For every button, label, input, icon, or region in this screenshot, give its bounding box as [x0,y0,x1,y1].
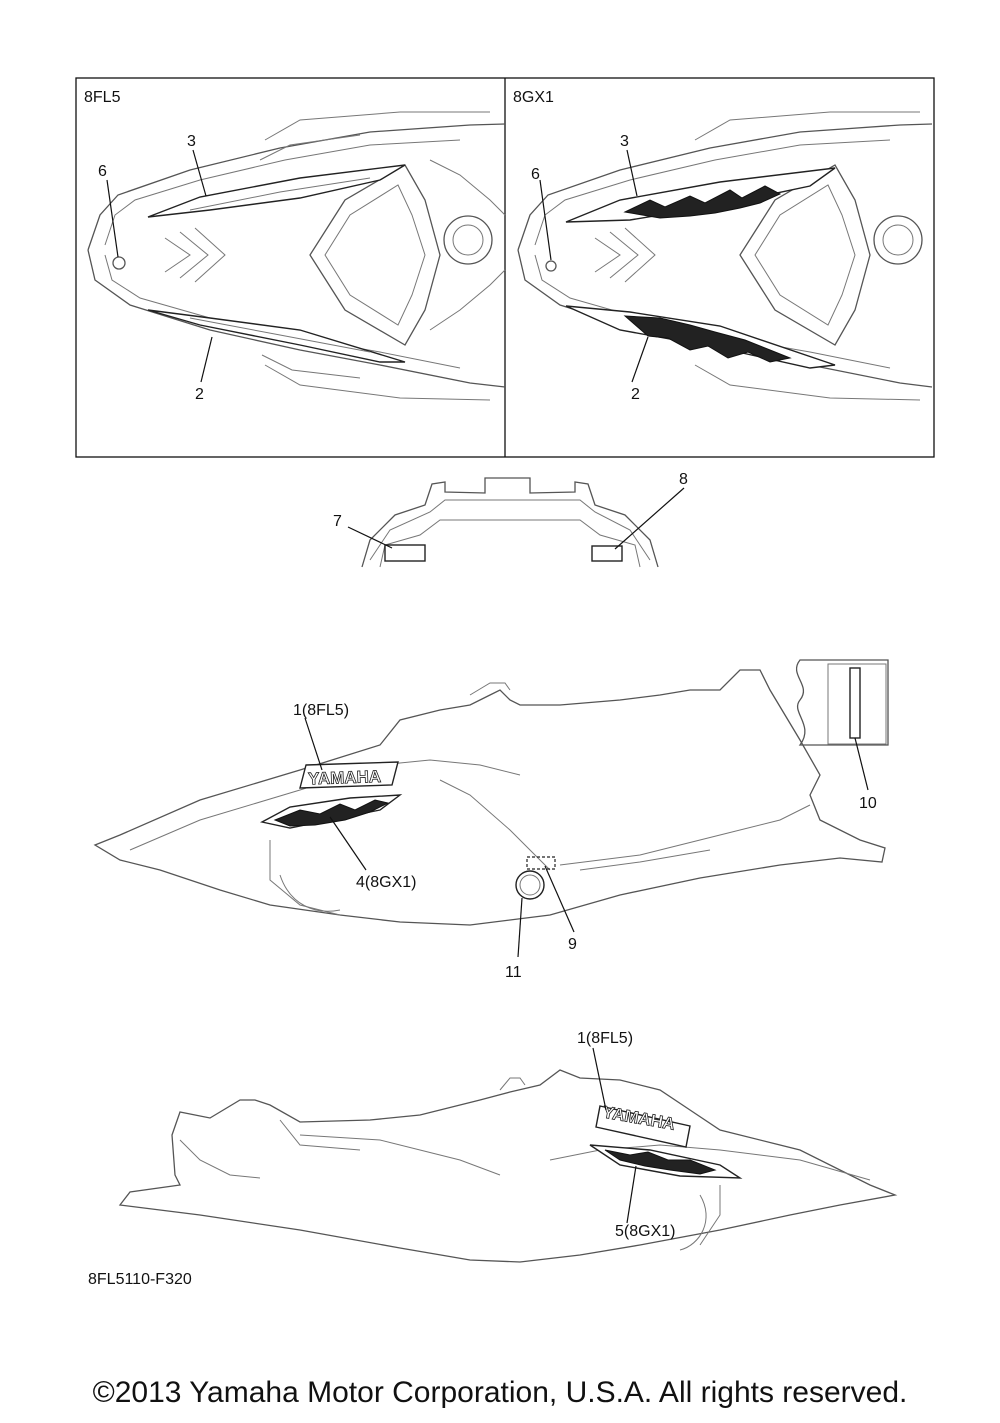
rear-view: 7 8 [333,471,688,568]
panel-title-8gx1: 8GX1 [513,89,554,106]
decal-9 [526,856,556,870]
decal-8 [591,545,623,562]
decal-1-right [595,1105,691,1148]
side-view-right: YAMAHA 1(8FL5) 5(8GX1) [118,1030,898,1263]
callout-6-right: 6 [531,166,540,183]
decal-6-8fl5 [112,256,126,270]
decal-10 [849,667,861,739]
drawing-code: 8FL5110-F320 [88,1271,192,1288]
callout-5: 5(8GX1) [615,1223,675,1240]
callout-1-lower: 1(8FL5) [577,1030,633,1047]
decal-1-left [299,761,399,789]
panel-title-8fl5: 8FL5 [84,89,121,106]
deck-top-view-8fl5: 3 2 6 [87,111,506,403]
top-panels: 8FL5 8GX1 [75,77,935,458]
callout-2-right: 2 [631,386,640,403]
decal-3-graphic [623,185,782,219]
decal-6-8gx1 [545,260,557,272]
side-view-left: YAMAHA 1(8FL5) 4(8GX1) 9 11 [93,669,886,981]
copyright-notice: ©2013 Yamaha Motor Corporation, U.S.A. A… [92,1376,908,1409]
decal-5-graphic [604,1149,717,1175]
decal-4-graphic [273,799,390,827]
hull-inset: 10 [795,659,889,812]
callout-3-right: 3 [620,133,629,150]
decal-2-8fl5 [147,309,406,363]
callout-9: 9 [568,936,577,953]
callout-8: 8 [679,471,688,488]
yamaha-decal-text-left: YAMAHA [308,767,382,789]
callout-2-left: 2 [195,386,204,403]
decal-2-graphic [623,315,792,363]
callout-3-left: 3 [187,133,196,150]
decal-3-8fl5 [147,164,406,218]
callout-1-upper: 1(8FL5) [293,702,349,719]
callout-11: 11 [505,964,522,981]
deck-top-view-8gx1: 3 2 6 [517,111,933,403]
decal-7 [384,544,426,562]
callout-10: 10 [859,795,877,812]
callout-7: 7 [333,513,342,530]
callout-4: 4(8GX1) [356,874,416,891]
callout-6-left: 6 [98,163,107,180]
